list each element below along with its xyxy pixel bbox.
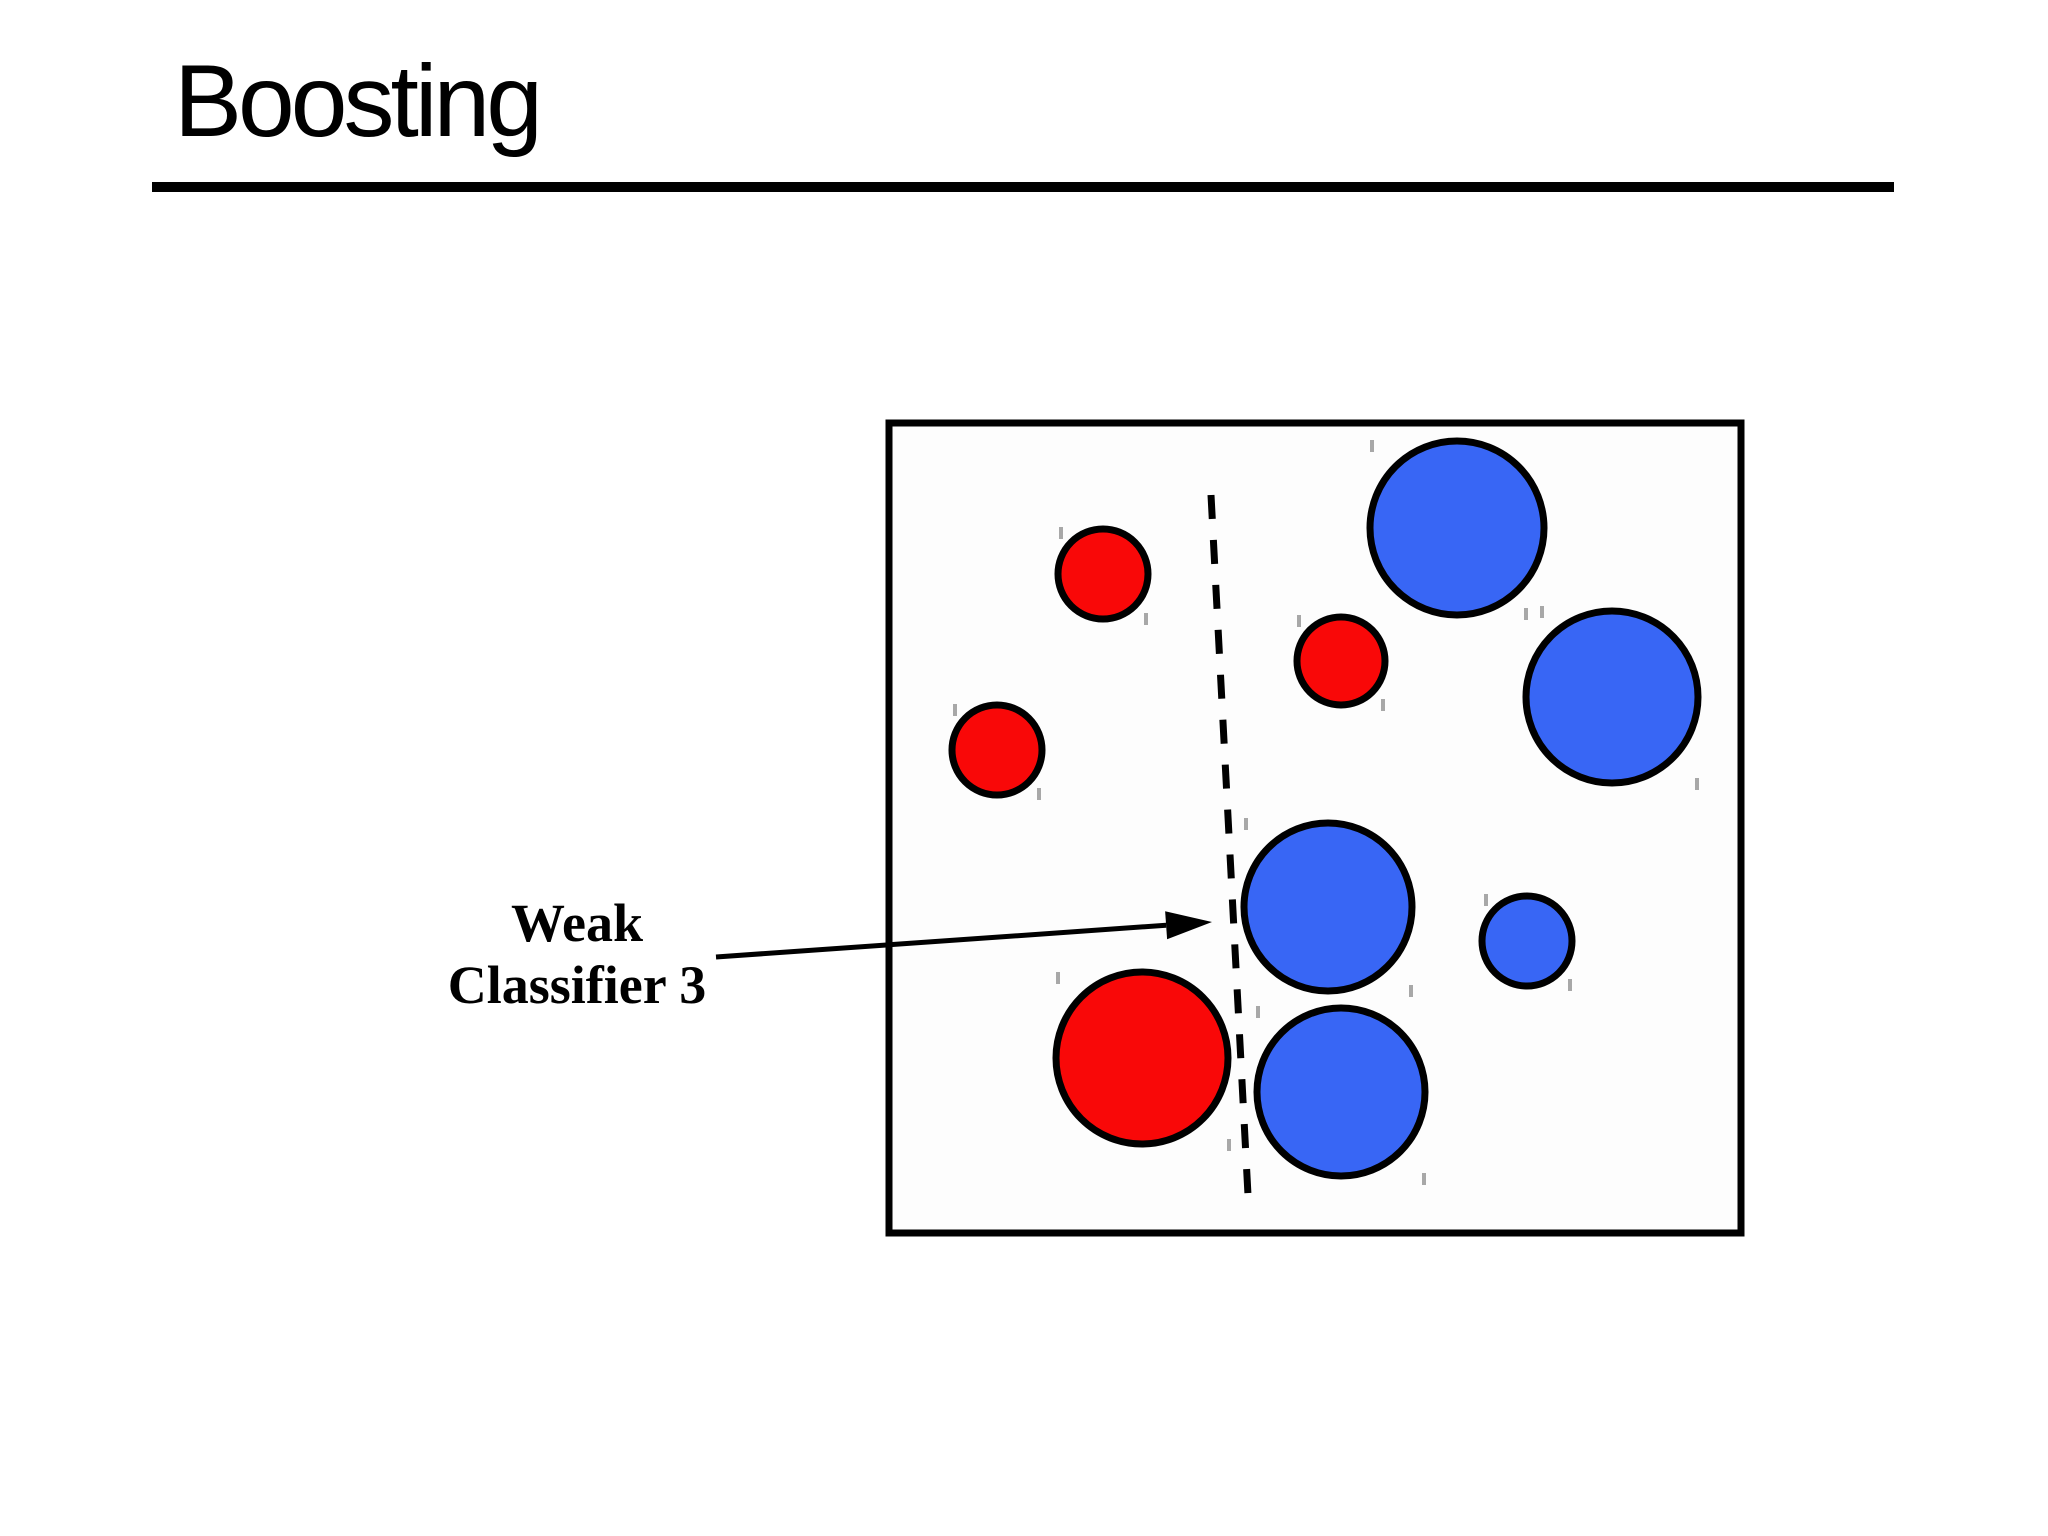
- artifact-tick: [1297, 615, 1301, 627]
- artifact-tick: [953, 704, 957, 716]
- blue-data-point: [1478, 892, 1576, 990]
- red-data-point: [1054, 525, 1152, 623]
- artifact-tick: [1422, 1173, 1426, 1185]
- artifact-tick: [1381, 699, 1385, 711]
- artifact-tick: [1056, 972, 1060, 984]
- title-underline: [152, 182, 1894, 192]
- artifact-tick: [1540, 606, 1544, 618]
- weak-classifier-label: Weak Classifier 3: [377, 892, 777, 1016]
- blue-data-point: [1253, 1004, 1429, 1180]
- blue-data-point: [1240, 819, 1416, 995]
- blue-data-point: [1366, 437, 1548, 619]
- red-data-point: [948, 701, 1046, 799]
- artifact-tick: [1037, 788, 1041, 800]
- artifact-tick: [1409, 985, 1413, 997]
- artifact-tick: [1244, 818, 1248, 830]
- label-arrow-line: [715, 922, 1167, 960]
- label-arrow-head: [1165, 911, 1212, 940]
- blue-data-point: [1522, 607, 1702, 787]
- artifact-tick: [1695, 778, 1699, 790]
- page-title: Boosting: [174, 44, 543, 158]
- artifact-tick: [1144, 613, 1148, 625]
- artifact-tick: [1227, 1139, 1231, 1151]
- red-data-point: [1052, 968, 1232, 1148]
- artifact-tick: [1059, 527, 1063, 539]
- weak-classifier-label-line-2: Classifier 3: [447, 955, 707, 1015]
- artifact-tick: [1484, 894, 1488, 906]
- artifact-tick: [1370, 440, 1374, 452]
- red-data-point: [1293, 613, 1389, 709]
- artifact-tick: [1524, 608, 1528, 620]
- artifact-tick: [1256, 1006, 1260, 1018]
- artifact-tick: [1568, 979, 1572, 991]
- weak-classifier-label-line-1: Weak: [510, 893, 644, 953]
